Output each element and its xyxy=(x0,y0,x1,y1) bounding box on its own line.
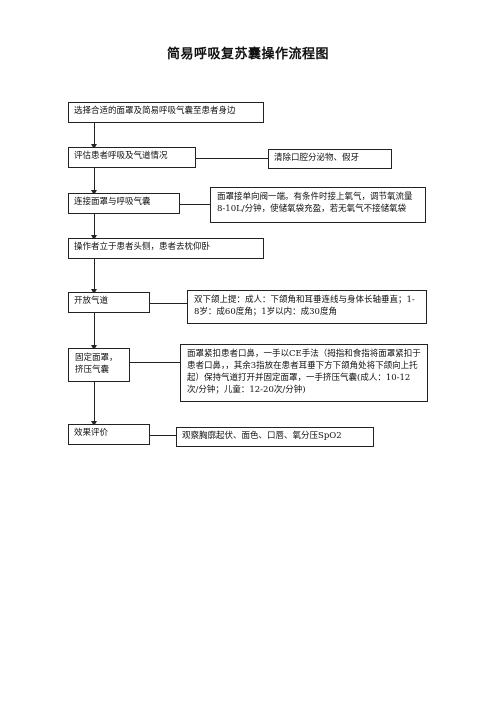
connector-line xyxy=(130,362,180,363)
flow-arrow xyxy=(91,259,97,294)
step-label: 效果评价 xyxy=(74,428,109,438)
step-label: 固定面罩，挤压气囊 xyxy=(75,353,118,375)
flow-arrow xyxy=(91,382,97,426)
note-text: 双下颌上提：成人：下颌角和耳垂连线与身体长轴垂直；1-8岁：成60度角；1岁以内… xyxy=(194,295,415,317)
step-label: 评估患者呼吸及气道情况 xyxy=(74,151,168,161)
step-position: 操作者立于患者头侧，患者去枕仰卧 xyxy=(68,238,264,259)
note-assess: 清除口腔分泌物、假牙 xyxy=(268,149,392,169)
connector-line xyxy=(180,204,210,205)
step-fix-mask: 固定面罩，挤压气囊 xyxy=(68,348,130,382)
step-label: 选择合适的面罩及简易呼吸气囊至患者身边 xyxy=(74,106,236,116)
step-assess: 评估患者呼吸及气道情况 xyxy=(68,147,196,168)
connector-line xyxy=(150,435,176,436)
connector-line xyxy=(196,158,268,159)
note-text: 面罩接单向阀一端。有条件时接上氧气，调节氧流量8-10L/分钟，使储氧袋充盈，若… xyxy=(217,192,413,214)
note-connect: 面罩接单向阀一端。有条件时接上氧气，调节氧流量8-10L/分钟，使储氧袋充盈，若… xyxy=(210,187,426,223)
page-title: 简易呼吸复苏囊操作流程图 xyxy=(166,47,329,62)
note-airway: 双下颌上提：成人：下颌角和耳垂连线与身体长轴垂直；1-8岁：成60度角；1岁以内… xyxy=(187,290,427,324)
step-label: 开放气道 xyxy=(74,296,109,306)
note-squeeze: 面罩紧扣患者口鼻，一手以CE手法（拇指和食指将面罩紧扣于患者口鼻，，其余3指放在… xyxy=(180,344,428,402)
step-evaluate: 效果评价 xyxy=(68,424,150,445)
flow-arrow xyxy=(91,313,97,350)
note-text: 观察胸廓起伏、面色、口唇、氧分压SpO2 xyxy=(182,431,342,441)
flow-arrow xyxy=(91,123,97,149)
step-label: 连接面罩与呼吸气囊 xyxy=(74,197,151,207)
step-label: 操作者立于患者头侧，患者去枕仰卧 xyxy=(74,242,211,252)
step-connect: 连接面罩与呼吸气囊 xyxy=(68,193,180,214)
note-text: 清除口腔分泌物、假牙 xyxy=(274,153,360,163)
flow-arrow xyxy=(91,214,97,240)
step-select-mask: 选择合适的面罩及简易呼吸气囊至患者身边 xyxy=(68,102,264,123)
flow-arrow xyxy=(91,168,97,195)
note-evaluate: 观察胸廓起伏、面色、口唇、氧分压SpO2 xyxy=(176,427,374,447)
connector-line xyxy=(150,303,187,304)
note-text: 面罩紧扣患者口鼻，一手以CE手法（拇指和食指将面罩紧扣于患者口鼻，，其余3指放在… xyxy=(187,349,421,395)
step-open-airway: 开放气道 xyxy=(68,292,150,313)
